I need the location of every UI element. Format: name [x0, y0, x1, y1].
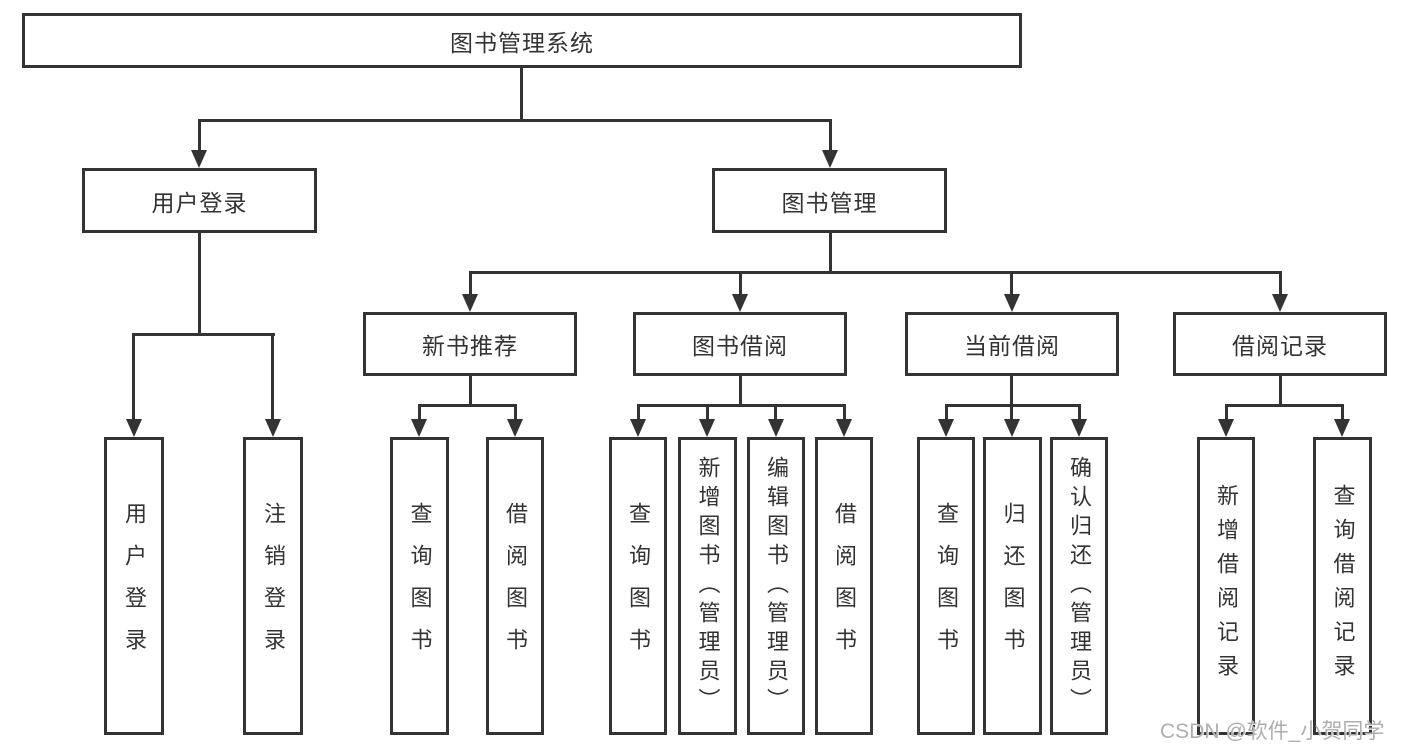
- leaf-bb-query-book: 查询图书: [609, 437, 667, 735]
- arrow-down-icon: [462, 294, 478, 312]
- arrow-down-icon: [411, 419, 427, 437]
- leaf-nbr-query-book: 查询图书: [390, 437, 449, 735]
- node-user-login: 用户登录: [82, 168, 317, 233]
- node-book-management: 图书管理: [712, 168, 947, 233]
- leaf-cb-return-book: 归还图书: [983, 437, 1042, 735]
- arrow-down-icon: [732, 294, 748, 312]
- leaf-br-query-borrow-record: 查询借阅记录: [1313, 437, 1372, 735]
- connector-line: [514, 404, 517, 422]
- connector-line: [945, 404, 1081, 407]
- connector-line: [469, 271, 1282, 274]
- connector-line: [739, 376, 742, 407]
- connector-line: [843, 404, 846, 422]
- leaf-user-login: 用户登录: [104, 437, 164, 735]
- arrow-down-icon: [1334, 419, 1350, 437]
- arrow-down-icon: [768, 419, 784, 437]
- leaf-bb-edit-book-admin: 编辑图书（管理员）: [747, 437, 805, 735]
- connector-line: [520, 68, 523, 122]
- connector-line: [1341, 404, 1344, 422]
- connector-line: [637, 404, 846, 407]
- connector-line: [198, 119, 201, 152]
- connector-line: [418, 404, 517, 407]
- connector-line: [706, 404, 709, 422]
- node-new-book-recommend: 新书推荐: [363, 312, 577, 376]
- arrow-down-icon: [1004, 419, 1020, 437]
- arrow-down-icon: [699, 419, 715, 437]
- connector-line: [198, 233, 201, 336]
- leaf-logout: 注销登录: [243, 437, 303, 735]
- leaf-bb-add-book-admin: 新增图书（管理员）: [678, 437, 737, 735]
- connector-line: [132, 333, 135, 421]
- arrow-down-icon: [1272, 294, 1288, 312]
- connector-line: [1225, 404, 1344, 407]
- node-root-library-system: 图书管理系统: [22, 13, 1022, 68]
- arrow-down-icon: [938, 419, 954, 437]
- connector-line: [132, 333, 275, 336]
- connector-line: [774, 404, 777, 422]
- leaf-cb-confirm-return-admin: 确认归还（管理员）: [1050, 437, 1108, 735]
- arrow-down-icon: [1004, 294, 1020, 312]
- node-book-borrowing: 图书借阅: [633, 312, 847, 376]
- csdn-watermark: CSDN @软件_小贺同学: [1160, 720, 1385, 743]
- node-borrowing-records: 借阅记录: [1173, 312, 1387, 376]
- leaf-cb-query-book: 查询图书: [917, 437, 975, 735]
- connector-line: [198, 119, 832, 122]
- arrow-down-icon: [822, 150, 838, 168]
- connector-line: [418, 404, 421, 422]
- connector-line: [739, 271, 742, 298]
- connector-line: [1078, 404, 1081, 422]
- leaf-br-add-borrow-record: 新增借阅记录: [1197, 437, 1255, 735]
- node-current-borrowing: 当前借阅: [905, 312, 1119, 376]
- connector-line: [1279, 376, 1282, 407]
- connector-line: [469, 376, 472, 407]
- connector-line: [637, 404, 640, 422]
- connector-line: [1010, 271, 1013, 298]
- connector-line: [945, 404, 948, 422]
- arrow-down-icon: [1071, 419, 1087, 437]
- connector-line: [1010, 404, 1013, 422]
- connector-line: [1279, 271, 1282, 298]
- connector-line: [1225, 404, 1228, 422]
- arrow-down-icon: [630, 419, 646, 437]
- leaf-bb-borrow-book: 借阅图书: [815, 437, 873, 735]
- arrow-down-icon: [126, 419, 142, 437]
- connector-line: [829, 233, 832, 274]
- connector-line: [829, 119, 832, 152]
- connector-line: [1010, 376, 1013, 407]
- leaf-nbr-borrow-book: 借阅图书: [486, 437, 544, 735]
- connector-line: [469, 271, 472, 298]
- arrow-down-icon: [836, 419, 852, 437]
- arrow-down-icon: [265, 419, 281, 437]
- arrow-down-icon: [507, 419, 523, 437]
- arrow-down-icon: [1218, 419, 1234, 437]
- connector-line: [271, 333, 274, 421]
- arrow-down-icon: [191, 150, 207, 168]
